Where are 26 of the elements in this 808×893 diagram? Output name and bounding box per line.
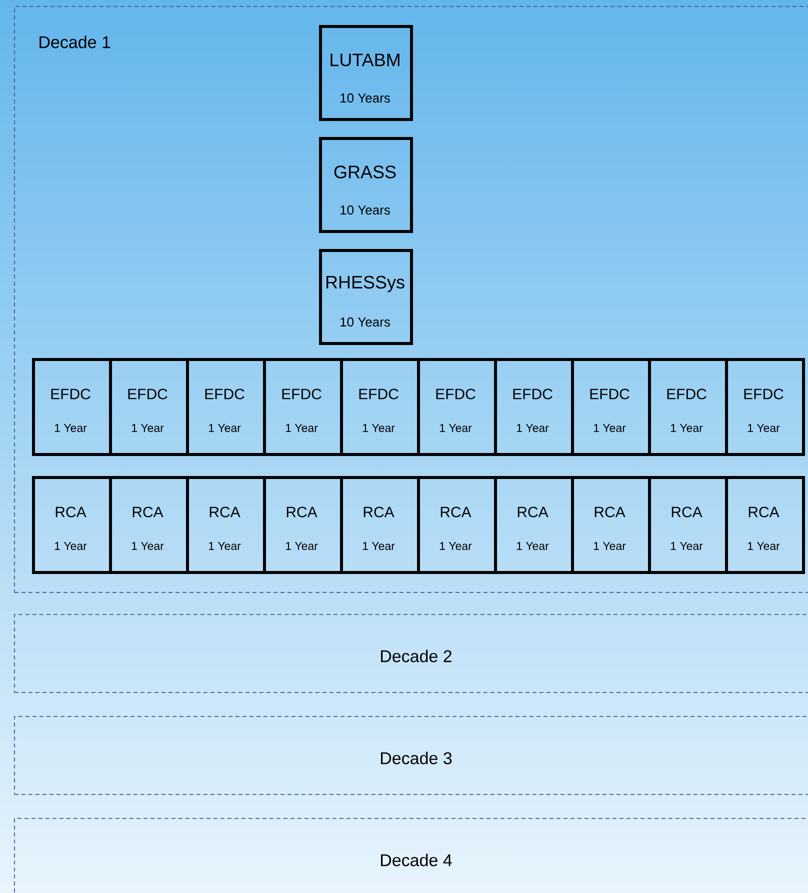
model-box: RCA 1 Year (109, 476, 189, 574)
model-box: GRASS 10 Years (319, 137, 413, 233)
model-box: RCA 1 Year (263, 476, 343, 574)
dashed-band: Decade 2 (14, 614, 808, 693)
dashed-band: Decade 4 (14, 818, 808, 893)
model-box: EFDC 1 Year (571, 358, 651, 456)
model-box: EFDC 1 Year (263, 358, 343, 456)
model-box: EFDC 1 Year (32, 358, 112, 456)
model-box: EFDC 1 Year (340, 358, 420, 456)
model-box: RCA 1 Year (648, 476, 728, 574)
model-box: RCA 1 Year (571, 476, 651, 574)
model-box: LUTABM 10 Years (319, 25, 413, 121)
model-box: RCA 1 Year (494, 476, 574, 574)
model-box: RHESSys 10 Years (319, 249, 413, 345)
model-box: RCA 1 Year (340, 476, 420, 574)
dashed-band: Decade 3 (14, 716, 808, 795)
model-box: EFDC 1 Year (648, 358, 728, 456)
model-box: EFDC 1 Year (186, 358, 266, 456)
model-box: EFDC 1 Year (494, 358, 574, 456)
model-box: RCA 1 Year (417, 476, 497, 574)
model-box: EFDC 1 Year (417, 358, 497, 456)
model-box: RCA 1 Year (186, 476, 266, 574)
model-box: RCA 1 Year (32, 476, 112, 574)
model-box: EFDC 1 Year (109, 358, 189, 456)
model-box: RCA 1 Year (725, 476, 805, 574)
model-box: EFDC 1 Year (725, 358, 805, 456)
